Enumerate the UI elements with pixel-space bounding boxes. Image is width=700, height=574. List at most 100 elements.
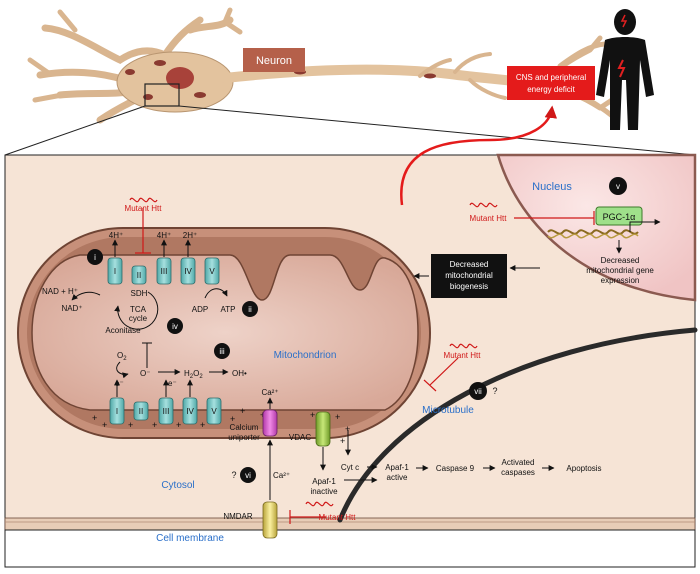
ca-bottom-label: Ca²⁺ [273,471,290,480]
decreased-biogenesis-3: biogenesis [450,282,488,291]
atp-label: ATP [221,305,236,314]
lower-etc-complexes [109,397,222,425]
nucleus-label: Nucleus [532,181,572,193]
calcium-uniporter-channel [262,409,278,437]
e-minus-2: e⁻ [168,379,177,388]
decreased-expression-1: Decreased [601,256,640,265]
decreased-biogenesis-2: mitochondrial [445,271,493,280]
step-iv-label: iv [172,322,178,331]
energy-deficit-line1: CNS and peripheral [516,73,586,82]
dna-strand [547,229,639,235]
h2o2-o: O [193,369,199,378]
svg-text:+: + [310,410,315,420]
mutant-htt-label-upper: Mutant Htt [125,204,163,213]
complex-v-label-lower: V [211,407,217,416]
svg-text:+: + [340,436,345,446]
apaf-active-2: active [387,473,408,482]
activated-caspases-1: Activated [502,458,535,467]
svg-text:+: + [102,420,107,430]
complex-i-label-upper: I [114,267,116,276]
nad-plus-label: NAD⁺ [61,304,82,313]
svg-text:+: + [345,424,350,434]
svg-text:+: + [230,414,235,424]
apaf-active-1: Apaf-1 [385,463,409,472]
oh-label: OH• [232,369,247,378]
cyt-c-label: Cyt c [341,463,359,472]
mutant-htt-icon-nmdar [289,501,334,524]
step-vii-label: vii [474,387,482,396]
o2-label: O2 [117,351,127,362]
tca-label-1: TCA [130,305,147,314]
activated-caspases-2: caspases [501,468,535,477]
svg-text:+: + [240,406,245,416]
svg-text:+: + [200,420,205,430]
calcium-uniporter-label-2: uniporter [228,433,260,442]
svg-text:+: + [176,420,181,430]
tca-label-2: cycle [129,314,148,323]
step-v-label: v [616,182,620,191]
o2-sub: 2 [123,356,127,362]
mutant-htt-label-microtubule: Mutant Htt [444,351,482,360]
neuron-label: Neuron [256,55,292,67]
mutant-htt-icon-upper [129,197,158,254]
upper-etc-complexes [107,257,220,285]
complex-iv-lower [182,397,198,425]
caspase9-label: Caspase 9 [436,464,475,473]
tca-cycle-arrow [114,291,159,330]
complex-v-upper [204,257,220,285]
complex-ii-label-lower: II [139,407,143,416]
decreased-expression-3: expression [601,276,640,285]
h2o2-label: H2O2 [184,369,203,380]
step-ii-label: ii [248,305,252,314]
energy-deficit-box [507,66,595,100]
neuron-label-box [243,48,305,72]
vdac-label: VDAC [289,433,311,442]
atp-arrow [204,288,228,299]
mutant-htt-label-nmdar: Mutant Htt [319,513,357,522]
complex-ii-upper [131,265,147,285]
complex-v-label-upper: V [209,267,215,276]
superoxide-label: O⁻ [140,369,150,378]
question-mark-vi: ? [231,470,236,480]
complex-i-lower [109,397,125,425]
step-iv-badge [167,318,183,334]
step-vi-label: vi [245,471,251,480]
neuron-illustration [27,7,618,124]
complex-iii-label-lower: III [163,407,170,416]
decreased-expression-2: mitochondrial gene [586,266,654,275]
cell-membrane-label: Cell membrane [156,533,224,544]
step-vii-badge [469,382,487,400]
h4-label-b: 4H⁺ [157,231,171,240]
sdh-label: SDH [131,289,148,298]
nmdar-channel [262,501,278,539]
step-iii-badge [214,343,230,359]
e-minus-1: e⁻ [115,379,124,388]
ca-top-label: Ca²⁺ [261,388,278,397]
step-i-label: i [94,253,96,262]
energy-deficit-arrow [400,105,558,206]
o2-text: O [117,351,123,360]
apaf-inactive-2: inactive [310,487,338,496]
complex-i-label-lower: I [116,407,118,416]
mitochondrion-matrix [31,254,419,411]
cytosol-label: Cytosol [161,480,194,491]
membrane-proton-pluses: +++ +++ +++ +++ + [92,406,350,446]
pgc1a-box [595,206,643,226]
proton-arrows-lower [114,379,193,397]
microtubule-label: Microtubule [422,405,474,416]
complex-iii-upper [156,257,172,285]
complex-ii-lower [133,401,149,421]
complex-iv-upper [180,257,196,285]
step-v-badge [609,177,627,195]
step-vi-badge [240,467,256,483]
apoptosis-label: Apoptosis [566,464,601,473]
vdac-channel [315,411,331,447]
energy-deficit-line2: energy deficit [527,85,575,94]
h2o2-h: H [184,369,190,378]
complex-ii-label-upper: II [137,271,141,280]
h4-label-a: 4H⁺ [109,231,123,240]
complex-iv-label-upper: IV [184,267,192,276]
mitochondrion-label: Mitochondrion [274,350,337,361]
decreased-biogenesis-box [431,254,507,298]
svg-text:+: + [128,420,133,430]
